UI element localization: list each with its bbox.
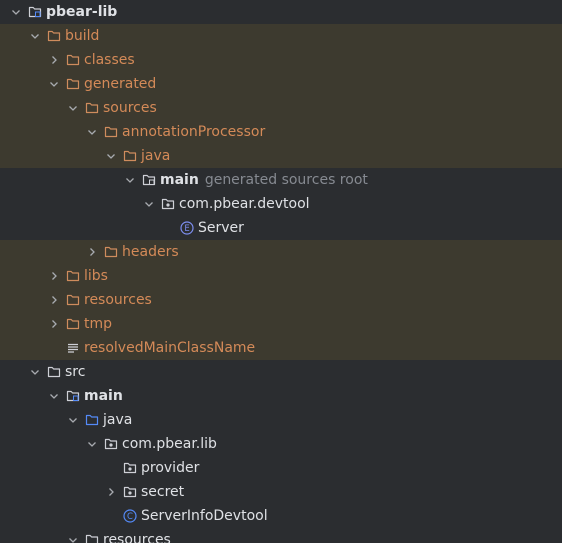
tree-row[interactable]: classes (0, 48, 562, 72)
tree-row[interactable]: build (0, 24, 562, 48)
tree-row[interactable]: pbear-lib (0, 0, 562, 24)
tree-row[interactable]: annotationProcessor (0, 120, 562, 144)
tree-item-label: com.pbear.lib (122, 436, 217, 452)
generated-source-root-icon (141, 172, 157, 188)
chevron-down-icon[interactable] (27, 364, 43, 380)
enum-icon: E (179, 220, 195, 236)
tree-item-label: pbear-lib (46, 4, 118, 20)
tree-row[interactable]: sources (0, 96, 562, 120)
folder-icon (103, 244, 119, 260)
chevron-right-icon[interactable] (46, 292, 62, 308)
chevron-down-icon[interactable] (65, 412, 81, 428)
text-file-icon (65, 340, 81, 356)
package-icon (122, 484, 138, 500)
chevron-down-icon[interactable] (84, 436, 100, 452)
chevron-down-icon[interactable] (103, 148, 119, 164)
tree-item-label: build (65, 28, 100, 44)
chevron-down-icon[interactable] (141, 196, 157, 212)
tree-row[interactable]: com.pbear.lib (0, 432, 562, 456)
chevron-down-icon[interactable] (65, 100, 81, 116)
tree-row[interactable]: headers (0, 240, 562, 264)
tree-row[interactable]: C ServerInfoDevtool (0, 504, 562, 528)
tree-row[interactable]: resources (0, 528, 562, 543)
folder-icon (46, 28, 62, 44)
chevron-right-icon[interactable] (103, 484, 119, 500)
tree-item-label: annotationProcessor (122, 124, 266, 140)
resources-root-icon (84, 532, 100, 543)
svg-text:E: E (184, 224, 189, 234)
tree-item-label: resolvedMainClassName (84, 340, 256, 356)
package-icon (103, 436, 119, 452)
chevron-down-icon[interactable] (8, 4, 24, 20)
tree-item-label: tmp (84, 316, 113, 332)
tree-item-label: ServerInfoDevtool (141, 508, 268, 524)
tree-item-label: main (84, 388, 123, 404)
tree-row[interactable]: libs (0, 264, 562, 288)
tree-row[interactable]: secret (0, 480, 562, 504)
module-folder-icon (27, 4, 43, 20)
tree-row[interactable]: main (0, 384, 562, 408)
folder-icon (65, 268, 81, 284)
folder-icon (103, 124, 119, 140)
tree-row[interactable]: tmp (0, 312, 562, 336)
folder-icon (65, 316, 81, 332)
tree-row[interactable]: main generated sources root (0, 168, 562, 192)
module-folder-icon (65, 388, 81, 404)
chevron-down-icon[interactable] (27, 28, 43, 44)
chevron-right-icon[interactable] (84, 244, 100, 260)
tree-item-label: classes (84, 52, 135, 68)
tree-row[interactable]: resolvedMainClassName (0, 336, 562, 360)
tree-row[interactable]: java (0, 144, 562, 168)
package-icon (122, 460, 138, 476)
tree-row[interactable]: E Server (0, 216, 562, 240)
chevron-down-icon[interactable] (122, 172, 138, 188)
folder-icon (84, 100, 100, 116)
folder-icon (65, 52, 81, 68)
folder-icon (65, 76, 81, 92)
tree-item-label: generated (84, 76, 157, 92)
tree-item-label: sources (103, 100, 157, 116)
tree-item-hint: generated sources root (204, 172, 368, 188)
chevron-right-icon[interactable] (46, 52, 62, 68)
tree-item-label: libs (84, 268, 108, 284)
tree-item-label: com.pbear.devtool (179, 196, 310, 212)
class-icon: C (122, 508, 138, 524)
tree-row[interactable]: src (0, 360, 562, 384)
tree-row[interactable]: resources (0, 288, 562, 312)
chevron-down-icon[interactable] (84, 124, 100, 140)
chevron-down-icon[interactable] (46, 76, 62, 92)
tree-row[interactable]: java (0, 408, 562, 432)
folder-icon (46, 364, 62, 380)
tree-row[interactable]: com.pbear.devtool (0, 192, 562, 216)
tree-item-label: java (103, 412, 133, 428)
chevron-down-icon[interactable] (65, 532, 81, 543)
tree-item-label: resources (103, 532, 171, 543)
tree-item-label: Server (198, 220, 244, 236)
tree-item-label: java (141, 148, 171, 164)
chevron-right-icon[interactable] (46, 268, 62, 284)
tree-item-label: main (160, 172, 199, 188)
package-icon (160, 196, 176, 212)
tree-item-label: resources (84, 292, 152, 308)
folder-icon (65, 292, 81, 308)
tree-item-label: secret (141, 484, 185, 500)
tree-row[interactable]: provider (0, 456, 562, 480)
chevron-right-icon[interactable] (46, 316, 62, 332)
svg-text:C: C (127, 512, 133, 522)
tree-item-label: provider (141, 460, 200, 476)
tree-item-label: src (65, 364, 86, 380)
tree-item-label: headers (122, 244, 179, 260)
source-root-icon (84, 412, 100, 428)
folder-icon (122, 148, 138, 164)
tree-row[interactable]: generated (0, 72, 562, 96)
chevron-down-icon[interactable] (46, 388, 62, 404)
